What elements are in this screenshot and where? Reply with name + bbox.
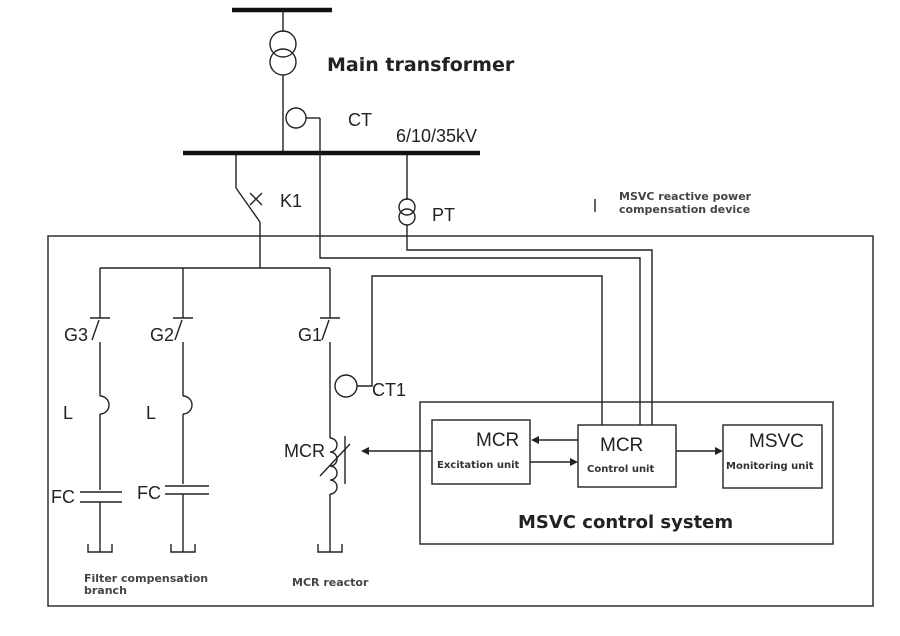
mcr-reactor-coil — [329, 437, 338, 495]
reactor-l-symbol — [99, 395, 110, 415]
monitoring-unit-title: MSVC — [749, 431, 804, 452]
ct-label: CT — [348, 110, 372, 130]
mcr-excitation-unit — [431, 419, 531, 485]
ground-symbol — [170, 544, 196, 553]
ct1-label: CT1 — [372, 380, 406, 400]
filter-branch-caption-line2: branch — [84, 584, 127, 597]
excitation-to-mcr-arrow — [361, 447, 432, 455]
monitoring-unit-subtitle: Monitoring unit — [726, 461, 814, 472]
filter-branch-caption-line1: Filter compensation — [84, 572, 208, 585]
ct1-symbol — [334, 374, 358, 398]
excitation-to-control-arrow — [530, 458, 578, 466]
mcr-label: MCR — [284, 441, 325, 461]
control-system-label: MSVC control system — [518, 512, 733, 533]
filter-branch-g3 — [80, 268, 122, 553]
mcr-reactor-caption: MCR reactor — [292, 576, 369, 589]
k1-breaker — [235, 155, 263, 268]
filter-branch-g2 — [165, 268, 209, 553]
ct1-signal-line — [357, 275, 603, 425]
main-transformer-label: Main transformer — [327, 54, 515, 76]
control-to-excitation-arrow — [531, 436, 578, 444]
mcr-adjust-arrow — [319, 443, 351, 477]
legend-text-line2: compensation device — [619, 203, 750, 216]
excitation-unit-title: MCR — [476, 430, 519, 451]
bus-voltage-label: 6/10/35kV — [396, 126, 477, 146]
ground-symbol — [87, 544, 113, 553]
control-unit-subtitle: Control unit — [587, 464, 654, 475]
mcr-branch-g1 — [317, 268, 351, 553]
excitation-unit-subtitle: Excitation unit — [437, 460, 520, 471]
g3-label: G3 — [64, 325, 88, 345]
msvc-control-system-box — [419, 401, 834, 545]
mcr-control-unit — [577, 424, 677, 488]
pt-signal-line — [406, 225, 653, 425]
main-transformer-symbol — [269, 30, 297, 76]
ct-symbol — [285, 107, 307, 129]
k1-label: K1 — [280, 191, 302, 211]
msvc-monitoring-unit — [722, 424, 823, 489]
fc-mid-label: FC — [137, 483, 161, 503]
ct-signal-line — [319, 118, 641, 425]
legend-text-line1: MSVC reactive power — [619, 190, 752, 203]
control-unit-title: MCR — [600, 435, 643, 456]
msvc-device-boundary — [47, 235, 874, 607]
pt-symbol — [398, 198, 416, 226]
reactor-l-symbol — [182, 395, 193, 415]
fc-left-label: FC — [51, 487, 75, 507]
pt-label: PT — [432, 205, 455, 225]
g1-label: G1 — [298, 325, 322, 345]
control-to-monitoring-arrow — [676, 447, 723, 455]
g2-label: G2 — [150, 325, 174, 345]
l-mid-label: L — [146, 403, 156, 423]
ground-symbol — [317, 544, 343, 553]
l-left-label: L — [63, 403, 73, 423]
